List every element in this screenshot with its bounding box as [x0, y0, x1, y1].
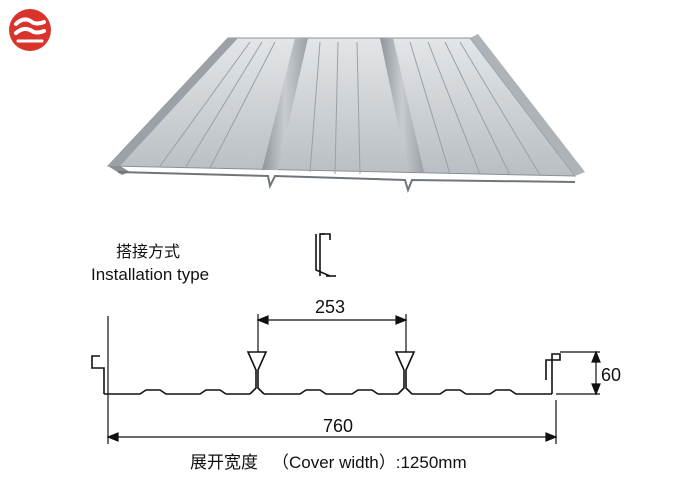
installation-type-label-cn: 搭接方式 [116, 243, 180, 261]
steel-deck-panel-illustration [106, 34, 585, 194]
cover-width-caption-en: （Cover width）:1250mm [272, 453, 467, 472]
cover-width-caption-cn: 展开宽度 [190, 453, 258, 472]
height-dimension-value: 60 [601, 365, 621, 385]
deck-profile-section [91, 351, 561, 395]
pitch-dimension [256, 314, 408, 352]
installation-type-label-en: Installation type [91, 265, 209, 284]
installation-joint-icon [315, 233, 336, 277]
pitch-dimension-value: 253 [315, 297, 345, 317]
width-dimension [106, 316, 558, 444]
height-dimension [556, 350, 601, 396]
company-logo [9, 9, 51, 51]
width-dimension-value: 760 [323, 416, 353, 436]
